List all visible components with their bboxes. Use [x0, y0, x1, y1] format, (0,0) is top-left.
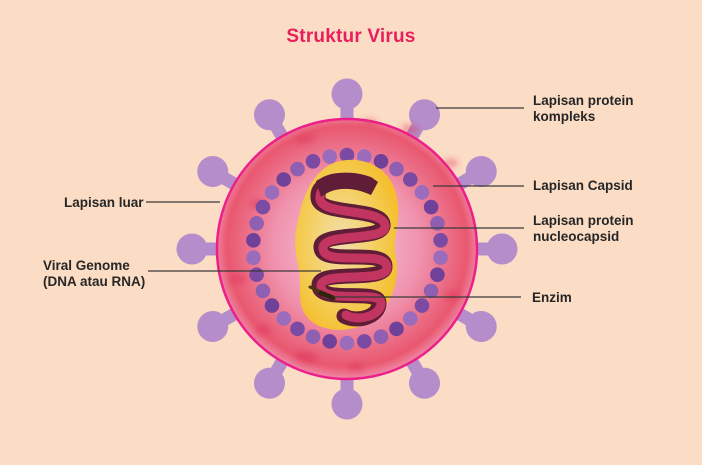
label-lapisan-luar: Lapisan luar: [64, 195, 144, 210]
capsid-dot: [290, 321, 305, 337]
capsid-dot: [357, 334, 372, 349]
capsid-dot: [322, 334, 338, 349]
capsid-dot: [414, 298, 430, 313]
capsid-dot: [433, 233, 448, 248]
enzyme-particles: [308, 285, 336, 301]
label-lapisan-capsid: Lapisan Capsid: [533, 178, 633, 193]
label-viral-genome-line1: Viral Genome: [43, 258, 130, 273]
capsid-dot: [339, 335, 355, 351]
capsid-dot: [276, 311, 292, 326]
label-lapisan-protein-nucleocapsid: Lapisan protein nucleocapsid: [533, 213, 634, 244]
capsid-dot: [389, 321, 404, 337]
capsid-dot: [403, 172, 418, 187]
capsid-dot: [246, 250, 261, 265]
capsid-dot: [357, 149, 372, 164]
capsid-dot: [305, 329, 321, 345]
capsid-dot: [249, 267, 264, 283]
capsid-dot: [423, 283, 439, 299]
capsid-dot: [389, 161, 404, 177]
capsid-dot: [255, 283, 271, 299]
diagram-title: Struktur Virus: [286, 26, 416, 47]
capsid-dot: [246, 233, 261, 248]
capsid-dot: [290, 161, 305, 177]
capsid-dot: [433, 250, 448, 265]
label-lapisan-protein-kompleks: Lapisan protein kompleks: [533, 93, 634, 124]
capsid-dot: [305, 154, 321, 169]
capsid-dot: [414, 185, 430, 200]
capsid-dot: [276, 172, 292, 187]
capsid-dot: [255, 199, 271, 215]
capsid-dot: [430, 267, 445, 283]
label-lines: [146, 107, 524, 298]
capsid-dot: [322, 149, 338, 164]
capsid-dot: [373, 329, 389, 345]
capsid-dot: [373, 154, 389, 169]
capsid-dot: [339, 147, 355, 163]
capsid-dot: [423, 199, 439, 215]
capsid-dot: [264, 298, 280, 313]
genome-ribbon-end: [316, 173, 378, 197]
capsid-dot: [403, 311, 418, 326]
label-viral-genome: Viral Genome (DNA atau RNA): [43, 258, 163, 290]
label-viral-genome-line2: (DNA atau RNA): [43, 274, 146, 289]
capsid-dot: [249, 216, 264, 231]
capsid-dot: [264, 185, 280, 200]
label-enzim: Enzim: [532, 290, 572, 305]
capsid-dot: [430, 216, 445, 231]
